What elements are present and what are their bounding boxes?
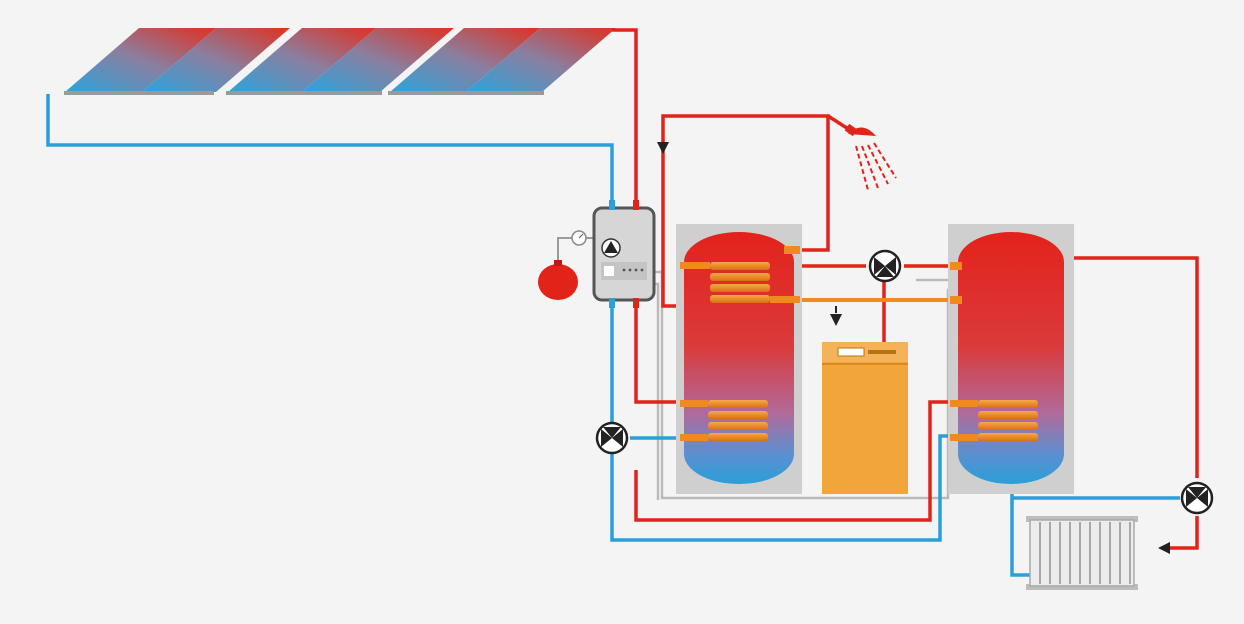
flow-arrow-icon	[657, 142, 669, 154]
expansion-vessel-icon	[538, 237, 594, 300]
solar-collector-icon	[64, 28, 616, 95]
boiler-icon	[822, 342, 908, 494]
heat-exchanger-coil	[950, 400, 1038, 441]
storage-tank-icon	[948, 224, 1074, 494]
three-way-valve-icon	[1180, 481, 1214, 515]
storage-tank-icon	[676, 224, 802, 494]
flow-arrow-icon	[1158, 542, 1170, 554]
flow-arrow-icon	[830, 306, 842, 326]
hot-supply-pipes	[612, 28, 1199, 550]
shower-icon	[844, 123, 897, 191]
heat-exchanger-coil	[680, 400, 768, 441]
radiator-icon	[1026, 516, 1138, 590]
three-way-valve-icon	[595, 421, 629, 455]
solar-collector-array	[64, 28, 616, 95]
pump-station-icon	[592, 200, 656, 308]
three-way-valve-icon	[868, 249, 902, 283]
gauge-icon	[571, 230, 587, 246]
cold-return-pipes	[46, 94, 1180, 577]
heat-exchanger-coil	[680, 262, 800, 303]
